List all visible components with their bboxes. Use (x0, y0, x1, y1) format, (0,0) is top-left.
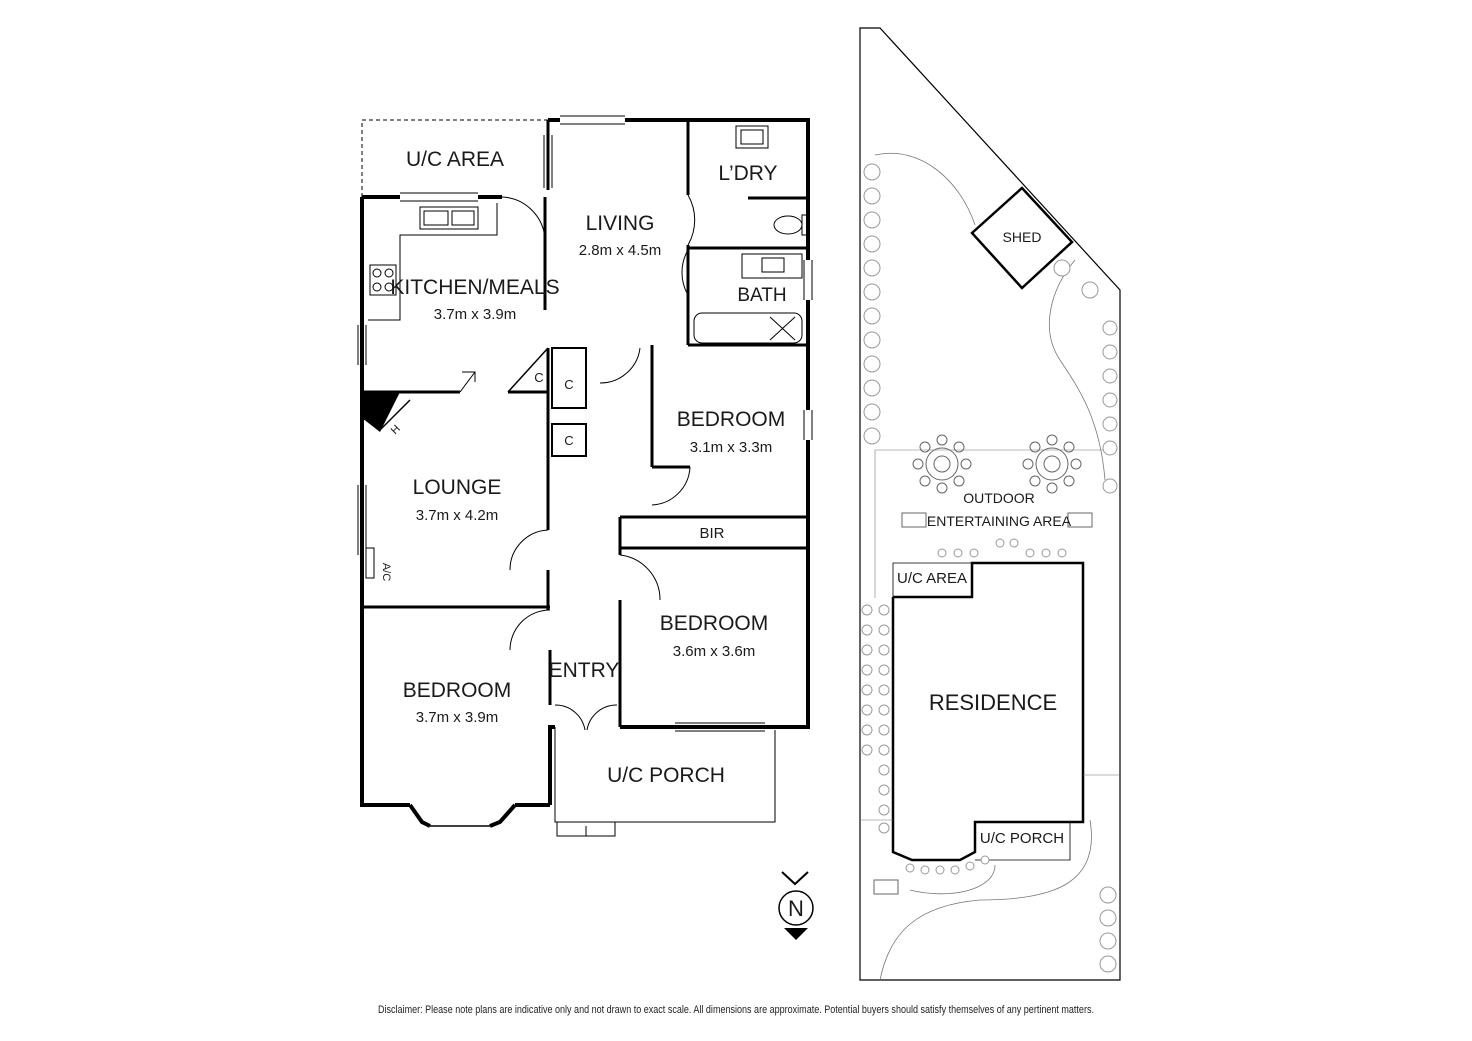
living-size: 2.8m x 4.5m (579, 242, 662, 259)
kitchen-size: 3.7m x 3.9m (434, 306, 517, 323)
room-labels: U/C AREA LIVING 2.8m x 4.5m L’DRY KITCHE… (380, 148, 787, 787)
aircon-label: A/C (380, 563, 392, 581)
living-label: LIVING (586, 212, 655, 235)
residence-label: RESIDENCE (929, 690, 1057, 715)
bedroom-mid-label: BEDROOM (660, 612, 769, 635)
bedroom-front-label: BEDROOM (403, 679, 512, 702)
cupboard-label-1: C (534, 370, 543, 385)
bath-label: BATH (737, 285, 786, 306)
uc-area-label: U/C AREA (406, 148, 504, 171)
kitchen-label: KITCHEN/MEALS (390, 276, 559, 299)
lounge-label: LOUNGE (413, 476, 502, 499)
bedroom-mid-size: 3.6m x 3.6m (673, 643, 756, 660)
bedroom-front-size: 3.7m x 3.9m (416, 709, 499, 726)
cupboard-label-3: C (564, 433, 573, 448)
site-plan (859, 27, 1121, 981)
bedroom-rear-label: BEDROOM (677, 408, 786, 431)
site-shrubs (861, 163, 1118, 973)
laundry-label: L’DRY (718, 162, 777, 185)
heater-label: H (389, 423, 403, 437)
outdoor-tables (873, 434, 1093, 895)
outdoor-label-1: OUTDOOR (963, 490, 1035, 506)
fireplace-mark (362, 392, 400, 432)
site-labels: SHED OUTDOOR ENTERTAINING AREA U/C AREA … (897, 229, 1072, 847)
disclaimer: Disclaimer: Please note plans are indica… (378, 1004, 1094, 1016)
porch-label: U/C PORCH (607, 764, 725, 787)
bir-label: BIR (699, 525, 724, 542)
bedroom-rear-size: 3.1m x 3.3m (690, 439, 773, 456)
north-arrow-icon: N (778, 871, 814, 940)
site-porch-label: U/C PORCH (980, 830, 1064, 847)
outdoor-label-2: ENTERTAINING AREA (927, 513, 1072, 529)
north-letter: N (788, 896, 804, 921)
floor-plan-walls (357, 115, 813, 837)
lounge-size: 3.7m x 4.2m (416, 507, 499, 524)
entry-label: ENTRY (549, 659, 620, 682)
cupboard-label-2: C (564, 377, 573, 392)
site-uc-area-label: U/C AREA (897, 570, 967, 587)
shed-label: SHED (1003, 229, 1042, 245)
